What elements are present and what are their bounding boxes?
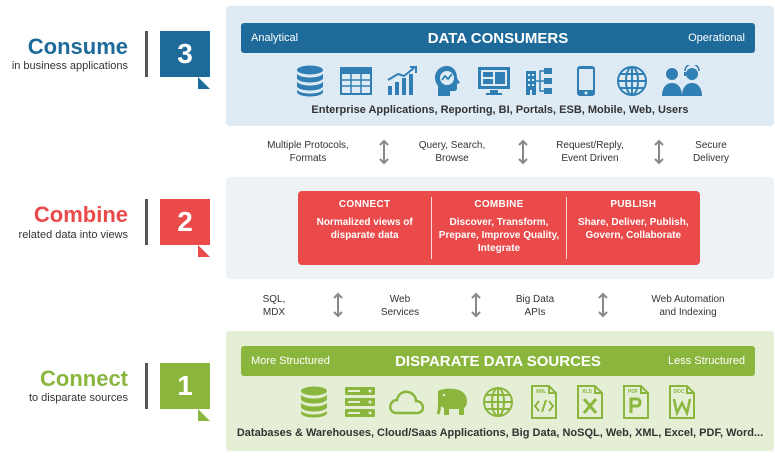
banner-left-label: More Structured	[251, 355, 330, 367]
step-tail	[198, 77, 210, 89]
table-icon	[338, 63, 374, 99]
step-subtitle-combine: related data into views	[18, 229, 128, 241]
org-chart-icon	[522, 63, 558, 99]
sources-banner: More Structured DISPARATE DATA SOURCES L…	[241, 346, 755, 376]
column-heading: CONNECT	[338, 199, 391, 210]
server-stack-icon	[342, 384, 378, 420]
step-title-combine: Combine	[33, 202, 128, 227]
globe-icon	[480, 384, 516, 420]
banner-title: DATA CONSUMERS	[427, 29, 569, 47]
connector-label: Big Data APIs	[515, 294, 555, 318]
step-number-consume: 3	[160, 31, 210, 77]
pdf-file-icon: PDF	[618, 384, 654, 420]
step-number-combine: 2	[160, 199, 210, 245]
column-heading: PUBLISH	[610, 199, 657, 210]
step-number-connect: 1	[160, 363, 210, 409]
column-text: Discover, Transform, Prepare, Improve Qu…	[438, 217, 560, 254]
column-heading: COMBINE	[474, 199, 524, 210]
consumers-banner: Analytical DATA CONSUMERS Operational	[241, 23, 755, 53]
step-divider	[145, 199, 148, 245]
step-divider	[145, 363, 148, 409]
column-text: Normalized views of disparate data	[316, 217, 413, 241]
banner-left-label: Analytical	[251, 32, 299, 44]
consumers-caption: Enterprise Applications, Reporting, BI, …	[311, 104, 689, 116]
combine-box: CONNECT Normalized views of disparate da…	[298, 191, 700, 265]
users-icon	[660, 63, 704, 99]
globe-icon	[614, 63, 650, 99]
xml-file-icon: XML	[526, 384, 562, 420]
bidirectional-arrow-icon	[518, 139, 528, 165]
hadoop-elephant-icon	[434, 384, 470, 420]
connector-label: Secure Delivery	[692, 140, 730, 164]
banner-right-label: Less Structured	[667, 355, 745, 367]
step-subtitle-consume: in business applications	[11, 60, 128, 72]
cloud-icon	[388, 384, 424, 420]
step-tail	[198, 409, 210, 421]
connector-label: Web Automation and Indexing	[651, 294, 725, 318]
connector-label: Multiple Protocols, Formats	[267, 140, 349, 164]
doc-file-icon: DOC	[664, 384, 700, 420]
step-divider	[145, 31, 148, 77]
step-title-consume: Consume	[27, 34, 128, 59]
bidirectional-arrow-icon	[654, 139, 664, 165]
database-icon	[296, 384, 332, 420]
growth-chart-icon	[384, 63, 420, 99]
connector-label: Query, Search, Browse	[418, 140, 486, 164]
mobile-phone-icon	[568, 63, 604, 99]
connector-label: SQL, MDX	[262, 294, 286, 318]
file-type-label: DOC	[673, 389, 685, 395]
file-type-label: XLS	[582, 389, 592, 395]
file-type-label: PDF	[628, 389, 638, 395]
combine-column-combine: COMBINE Discover, Transform, Prepare, Im…	[431, 197, 565, 259]
step-title-connect: Connect	[40, 366, 128, 391]
banner-right-label: Operational	[688, 32, 745, 44]
step-tail	[198, 245, 210, 257]
bidirectional-arrow-icon	[333, 292, 343, 318]
combine-column-connect: CONNECT Normalized views of disparate da…	[298, 191, 431, 265]
bidirectional-arrow-icon	[598, 292, 608, 318]
step-subtitle-connect: to disparate sources	[28, 392, 128, 404]
xls-file-icon: XLS	[572, 384, 608, 420]
connector-label: Web Services	[380, 294, 420, 318]
combine-column-publish: PUBLISH Share, Deliver, Publish, Govern,…	[565, 197, 700, 259]
column-text: Share, Deliver, Publish, Govern, Collabo…	[578, 217, 689, 241]
sources-caption: Databases & Warehouses, Cloud/Saas Appli…	[236, 427, 764, 439]
database-icon	[292, 63, 328, 99]
consumer-icons	[241, 63, 755, 99]
bidirectional-arrow-icon	[379, 139, 389, 165]
source-icons: XML XLS PDF DOC	[241, 384, 755, 420]
file-type-label: XML	[536, 389, 547, 395]
analytics-head-icon	[430, 63, 466, 99]
bidirectional-arrow-icon	[471, 292, 481, 318]
connector-label: Request/Reply, Event Driven	[556, 140, 624, 164]
dashboard-monitor-icon	[476, 63, 512, 99]
